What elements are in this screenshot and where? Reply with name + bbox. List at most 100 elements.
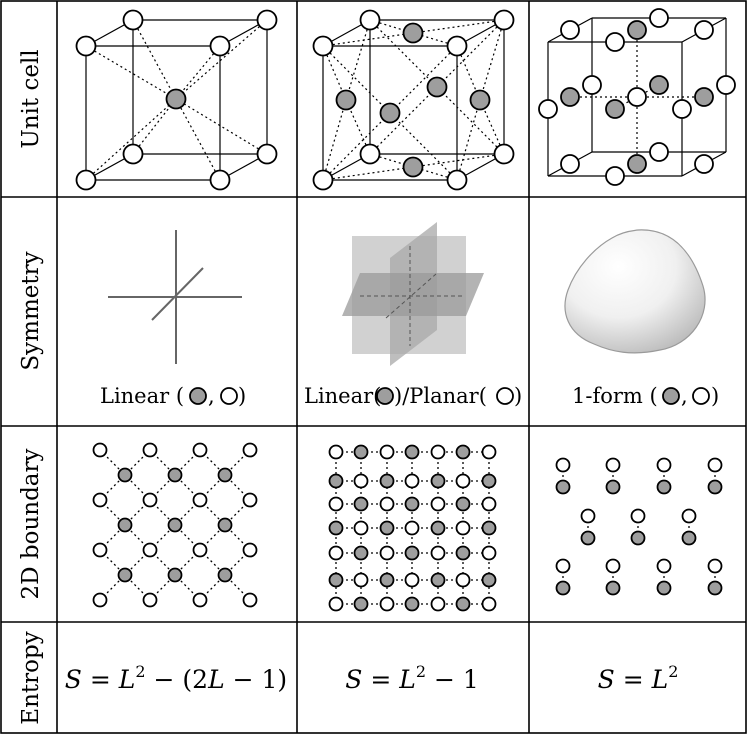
filled-site-icon	[353, 444, 369, 460]
open-site-icon	[493, 143, 515, 165]
svg-text:Linear (: Linear (	[100, 384, 184, 408]
open-site-icon	[446, 35, 468, 57]
open-site-icon	[496, 387, 514, 405]
filled-site-icon	[681, 530, 697, 546]
filled-site-icon	[481, 520, 497, 536]
open-site-icon	[312, 35, 334, 57]
filled-site-icon	[379, 572, 395, 588]
svg-text:1-form (: 1-form (	[572, 384, 658, 408]
filled-site-icon	[335, 89, 357, 111]
dotted-bond	[436, 86, 505, 155]
unit-cell-fcc	[312, 9, 515, 191]
symmetry-label-linear: Linear ( , )	[100, 384, 246, 408]
filled-site-icon	[404, 545, 420, 561]
filled-site-icon	[430, 520, 446, 536]
open-site-icon	[404, 473, 420, 489]
filled-site-icon	[580, 530, 596, 546]
filled-site-icon	[404, 444, 420, 460]
filled-site-icon	[379, 520, 395, 536]
open-site-icon	[538, 99, 558, 119]
entropy-formula-col2: S = L2 − 1	[345, 662, 479, 694]
open-site-icon	[404, 520, 420, 536]
filled-site-icon	[707, 580, 723, 596]
open-site-icon	[220, 387, 238, 405]
open-site-icon	[555, 558, 571, 574]
filled-site-icon	[630, 530, 646, 546]
open-site-icon	[481, 496, 497, 512]
open-site-icon	[446, 169, 468, 191]
dotted-bond	[322, 45, 391, 114]
row-header-2d-boundary: 2D boundary	[18, 448, 44, 599]
filled-site-icon	[481, 572, 497, 588]
filled-site-icon	[117, 567, 133, 583]
symmetry-axes-icon	[108, 230, 242, 364]
open-site-icon	[75, 169, 97, 191]
filled-site-icon	[627, 20, 647, 40]
filled-site-icon	[605, 99, 625, 119]
open-site-icon	[209, 169, 231, 191]
symmetry-planes-icon	[342, 222, 484, 366]
dotted-bond	[412, 19, 505, 34]
dotted-bond	[322, 112, 391, 181]
filled-site-icon	[353, 496, 369, 512]
open-site-icon	[630, 508, 646, 524]
open-site-icon	[242, 442, 258, 458]
filled-site-icon	[605, 479, 621, 495]
open-site-icon	[192, 542, 208, 558]
open-site-icon	[328, 596, 344, 612]
dotted-bond	[322, 99, 347, 181]
filled-site-icon	[694, 87, 714, 107]
filled-site-icon	[217, 517, 233, 533]
dotted-bond	[322, 32, 414, 47]
open-site-icon	[481, 545, 497, 561]
open-site-icon	[379, 496, 395, 512]
filled-site-icon	[469, 89, 491, 111]
open-site-icon	[681, 508, 697, 524]
dotted-bond	[175, 19, 268, 100]
open-site-icon	[605, 457, 621, 473]
filled-site-icon	[656, 580, 672, 596]
filled-site-icon	[649, 75, 669, 95]
svg-text:): )	[238, 384, 246, 408]
filled-site-icon	[328, 473, 344, 489]
unit-cell-bcc	[75, 9, 278, 191]
entropy-formula-col3: S = L2	[598, 662, 679, 694]
row-header-unit-cell: Unit cell	[18, 49, 44, 148]
open-site-icon	[649, 8, 669, 28]
dotted-bond	[436, 19, 505, 88]
boundary-lattice-diagonal	[92, 442, 258, 608]
open-site-icon	[328, 496, 344, 512]
open-site-icon	[312, 169, 334, 191]
dotted-bond	[389, 45, 458, 114]
open-site-icon	[379, 545, 395, 561]
dotted-bond	[175, 45, 221, 100]
open-site-icon	[430, 545, 446, 561]
open-site-icon	[359, 143, 381, 165]
filled-site-icon	[656, 479, 672, 495]
filled-site-icon	[404, 596, 420, 612]
open-site-icon	[353, 473, 369, 489]
open-site-icon	[242, 592, 258, 608]
filled-site-icon	[117, 517, 133, 533]
filled-site-icon	[402, 22, 424, 44]
open-site-icon	[192, 442, 208, 458]
filled-site-icon	[376, 387, 394, 405]
dotted-bond	[479, 19, 505, 101]
filled-site-icon	[481, 473, 497, 489]
filled-site-icon	[167, 567, 183, 583]
open-site-icon	[242, 542, 258, 558]
open-site-icon	[328, 545, 344, 561]
open-site-icon	[92, 542, 108, 558]
svg-text:): )	[514, 384, 522, 408]
dotted-bond	[345, 19, 371, 101]
open-site-icon	[605, 558, 621, 574]
filled-site-icon	[555, 479, 571, 495]
open-site-icon	[555, 457, 571, 473]
open-site-icon	[649, 142, 669, 162]
dotted-bond	[456, 99, 481, 181]
filled-site-icon	[189, 387, 207, 405]
filled-site-icon	[379, 102, 401, 124]
open-site-icon	[692, 387, 710, 405]
filled-site-icon	[605, 580, 621, 596]
svg-text:)/Planar(: )/Planar(	[394, 384, 487, 408]
